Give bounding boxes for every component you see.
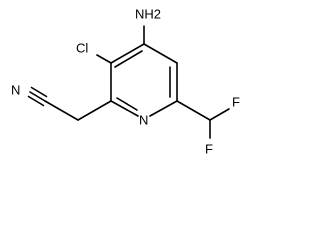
atom-label-layer: NH2 Cl N N F F [11,6,240,156]
bond-chf2-f1 [209,108,230,121]
fluorine-label-2: F [205,141,213,156]
bond-layer [27,25,230,139]
bond-nitrile-1 [29,91,46,102]
ring-nitrogen-label: N [139,112,148,127]
bond-nitrile-3 [27,95,45,107]
nitrile-nitrogen-label: N [11,82,20,97]
chloro-label: Cl [76,40,88,55]
chemical-structure-diagram: NH2 Cl N N F F [11,6,240,156]
bond-c6-chf2 [176,100,211,121]
ring-bond-c4-c3 [110,43,145,64]
bond-ch2-cn [44,100,79,121]
ring-bond-c5-c4 [143,43,178,64]
ring-bond-c2-n1-inner [116,97,138,111]
bond-c2-ch2 [77,100,112,121]
ring-bond-c4-c3-inner [114,50,143,68]
fluorine-label-1: F [232,94,240,109]
ring-bond-c2-n1 [110,100,139,117]
amine-label: NH2 [135,6,161,21]
ring-bond-n1-c6 [149,100,178,117]
bond-c3-cl [96,54,112,64]
bond-nitrile-2 [30,86,48,98]
